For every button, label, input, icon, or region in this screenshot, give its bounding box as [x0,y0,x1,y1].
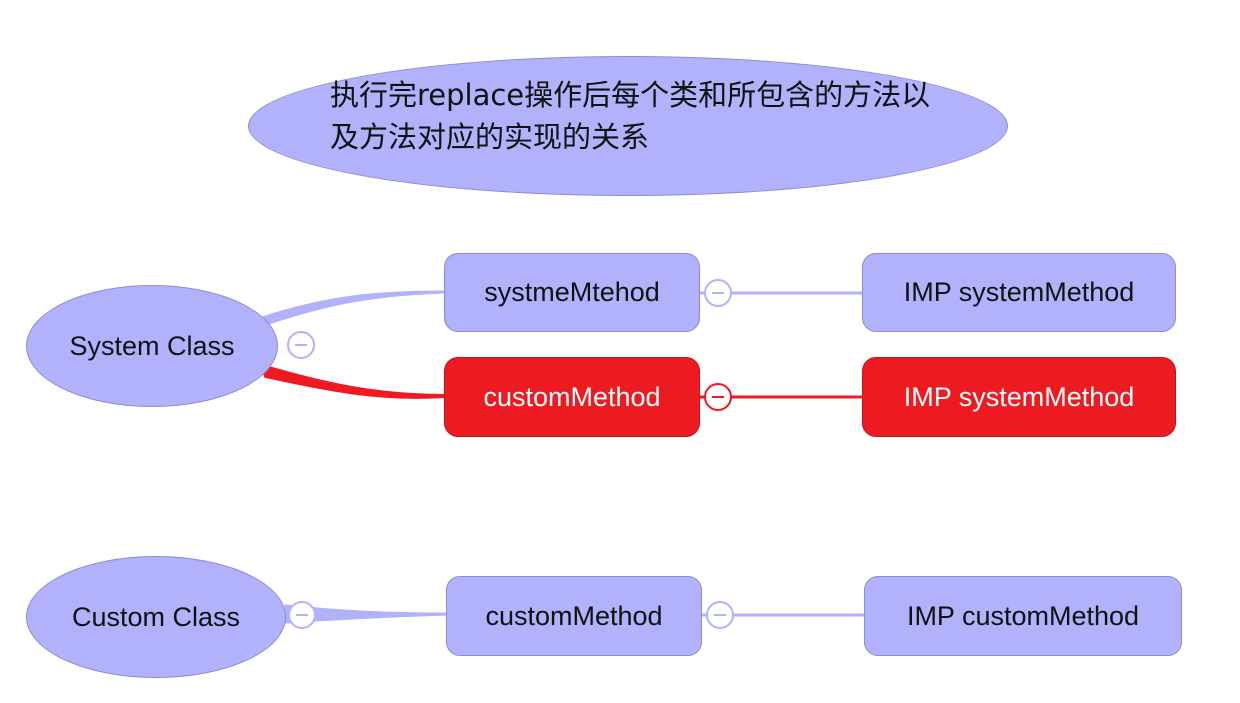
system-class-collapse-icon[interactable] [287,331,315,359]
system-customMethod-label: customMethod [483,381,661,412]
custom-customMethod-node[interactable]: customMethod [446,576,702,656]
system-class-label: System Class [69,330,235,361]
title-bubble[interactable] [248,56,1008,196]
custom-class-collapse-icon[interactable] [288,601,316,629]
system-class-node[interactable]: System Class [26,285,278,407]
systmeMtehod-label: systmeMtehod [484,277,660,307]
custom-customMethod-collapse-icon[interactable] [706,601,734,629]
system-customMethod-imp-node[interactable]: IMP systemMethod [862,357,1176,437]
system-customMethod-imp-label: IMP systemMethod [903,381,1135,412]
connector-system-class-to-customMethod [258,362,446,399]
system-customMethod-collapse-icon[interactable] [704,383,732,411]
custom-customMethod-imp-node[interactable]: IMP customMethod [864,576,1182,656]
custom-class-label: Custom Class [71,601,241,632]
title-text: 执行完replace操作后每个类和所包含的方法以 及方法对应的实现的关系 [330,74,950,158]
systmeMtehod-node[interactable]: systmeMtehod [444,253,700,332]
system-customMethod-node[interactable]: customMethod [444,357,700,437]
systmeMtehod-imp-node[interactable]: IMP systemMethod [862,253,1176,332]
title-line-1: 执行完replace操作后每个类和所包含的方法以 [330,78,931,112]
custom-customMethod-imp-label: IMP customMethod [906,600,1140,631]
connector-system-class-to-systmeMtehod [259,290,446,326]
systmeMtehod-collapse-icon[interactable] [704,279,732,307]
systmeMtehod-imp-label: IMP systemMethod [903,277,1135,307]
title-line-2: 及方法对应的实现的关系 [330,120,650,154]
custom-class-node[interactable]: Custom Class [26,556,286,678]
custom-customMethod-label: customMethod [485,600,663,631]
